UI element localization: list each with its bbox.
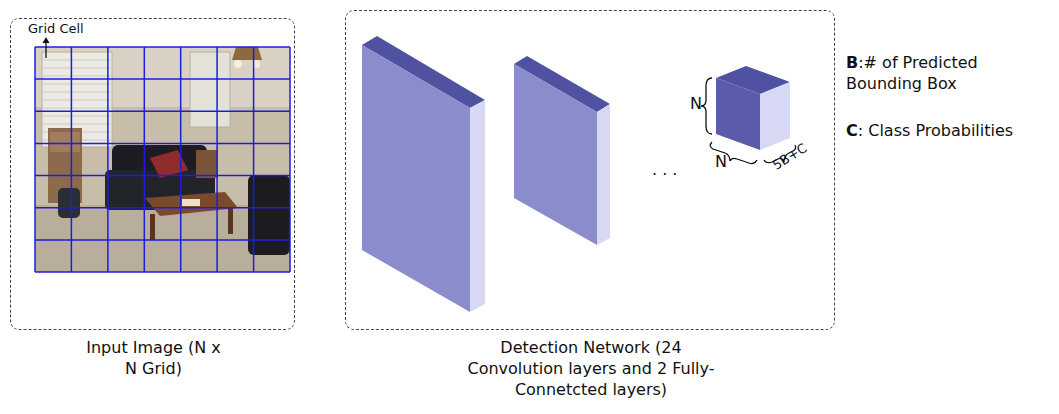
dimension-label: N bbox=[715, 152, 727, 171]
legend-key: C bbox=[846, 121, 858, 140]
panel-caption: Input Image (N x N Grid) bbox=[84, 337, 224, 379]
legend-key: B bbox=[846, 53, 858, 72]
panel-caption: Detection Network (24 Convolution layers… bbox=[461, 337, 721, 400]
dashed-panel: Detection Network (24 Convolution layers… bbox=[345, 10, 835, 330]
dimension-label: 5B+C bbox=[770, 140, 809, 172]
grid-lines bbox=[35, 47, 290, 272]
dimension-brace bbox=[701, 78, 796, 164]
dashed-panel: Input Image (N x N Grid) bbox=[10, 18, 295, 330]
dimension-label: N bbox=[690, 94, 702, 113]
conv-layer-slab bbox=[362, 36, 485, 312]
ellipsis: . . . bbox=[652, 160, 677, 179]
legend-description: :# of Predicted Bounding Box bbox=[846, 53, 978, 93]
grid-cell-label: Grid Cell bbox=[28, 21, 84, 36]
output-tensor-cube bbox=[716, 66, 790, 150]
definition-line: C: Class Probabilities bbox=[846, 120, 1054, 141]
room-photo bbox=[35, 47, 290, 272]
leader-arrow bbox=[43, 37, 50, 58]
definition-line: B:# of Predicted Bounding Box bbox=[846, 52, 1021, 94]
legend-description: : Class Probabilities bbox=[858, 121, 1013, 140]
conv-layer-slab bbox=[514, 56, 610, 245]
